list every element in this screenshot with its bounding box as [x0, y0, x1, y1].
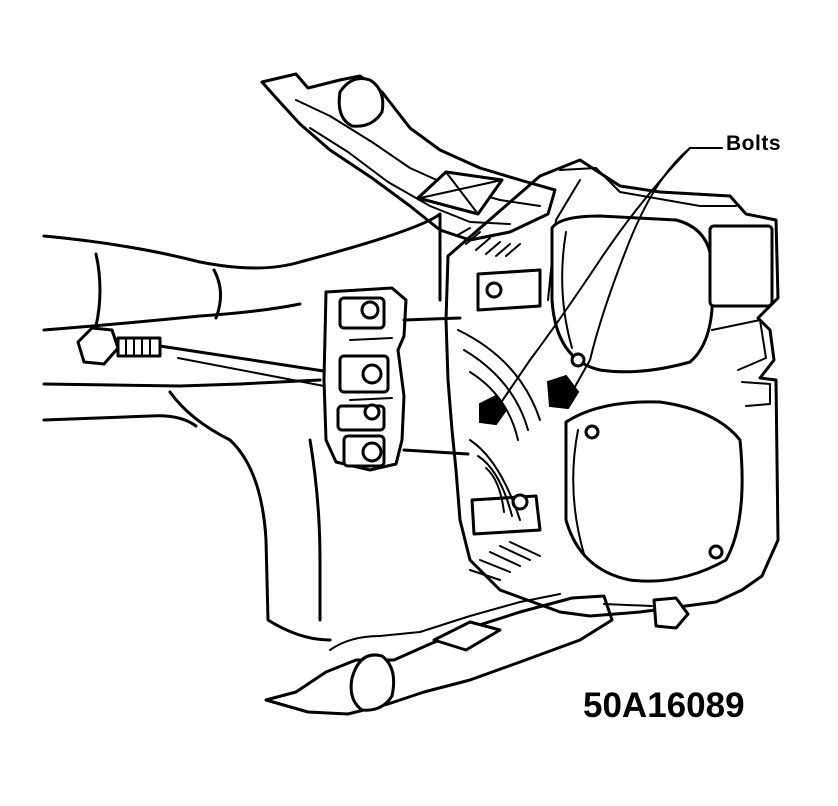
figure-code: 50A16089	[583, 686, 745, 725]
callout-leaders	[499, 147, 723, 405]
bolts-callout-label: Bolts	[726, 132, 781, 155]
mounting-plate	[322, 286, 470, 472]
caliper-body	[444, 158, 780, 618]
axle-housing	[42, 212, 442, 642]
upper-arm	[260, 72, 557, 257]
through-bolt	[76, 326, 382, 387]
lower-arm	[264, 593, 690, 716]
